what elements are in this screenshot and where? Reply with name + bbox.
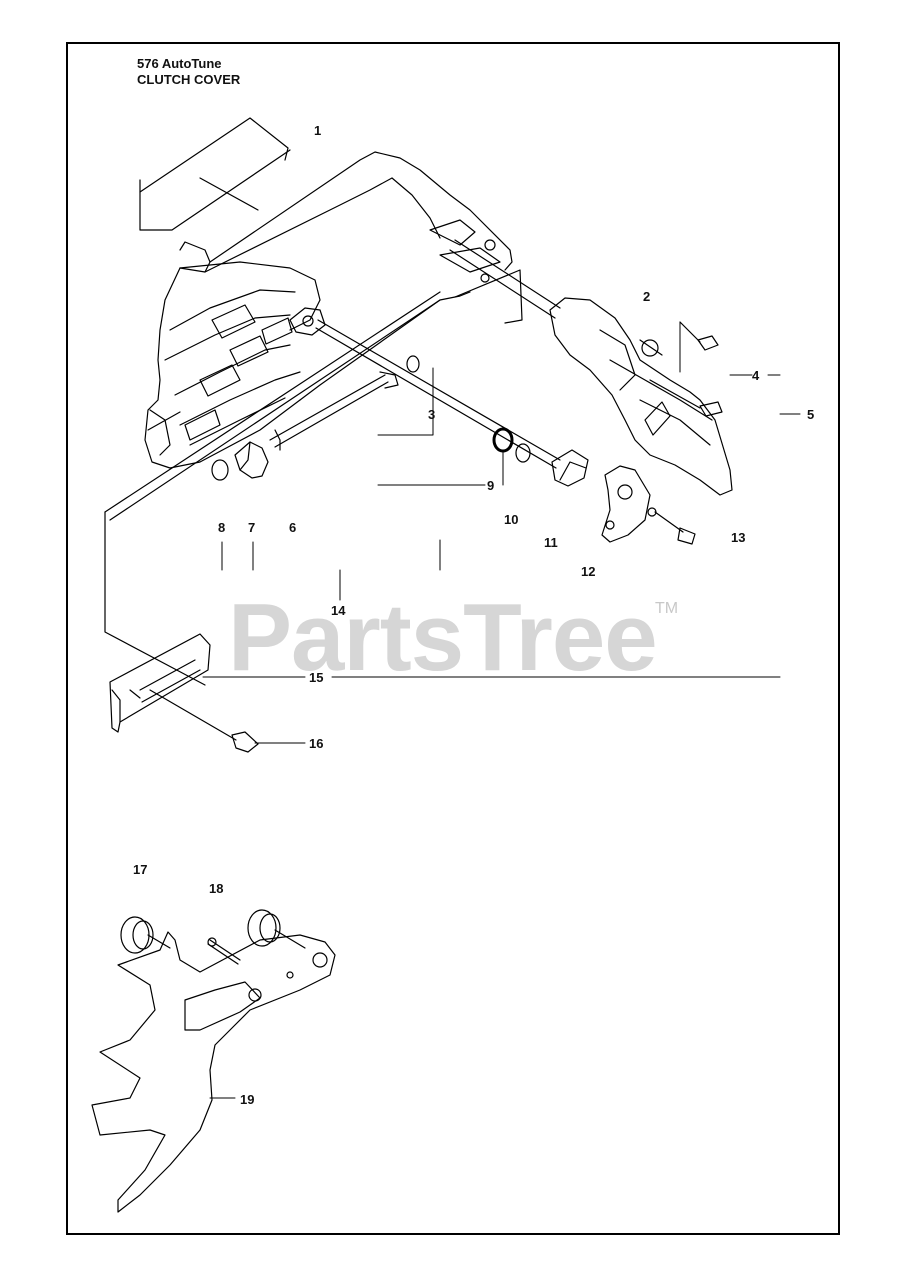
model-title: 576 AutoTune xyxy=(137,56,222,71)
callout-8: 8 xyxy=(218,520,226,535)
tensioner-screw-part-6 xyxy=(269,371,399,451)
callout-2: 2 xyxy=(643,289,651,304)
damper-part-17 xyxy=(120,916,171,954)
callout-9: 9 xyxy=(487,478,495,493)
washer-part-3 xyxy=(406,355,420,373)
callout-15: 15 xyxy=(309,670,324,685)
callout-6: 6 xyxy=(289,520,297,535)
callout-1: 1 xyxy=(314,123,322,138)
callout-14: 14 xyxy=(331,603,346,618)
guide-rod xyxy=(315,239,561,469)
o-ring-part-9 xyxy=(492,427,514,453)
washer-part-8 xyxy=(211,459,229,481)
callout-13: 13 xyxy=(731,530,746,545)
diagram-frame xyxy=(66,42,840,1235)
callout-5: 5 xyxy=(807,407,815,422)
callout-17: 17 xyxy=(133,862,148,877)
screw-part-16 xyxy=(149,689,259,753)
watermark-text: PartsTree xyxy=(228,584,658,691)
screw-part-13 xyxy=(654,511,696,545)
section-title: CLUTCH COVER xyxy=(137,72,241,87)
spike-part-15 xyxy=(109,633,211,733)
callout-19: 19 xyxy=(240,1092,255,1107)
callout-18: 18 xyxy=(209,881,224,896)
decal-part-1 xyxy=(139,117,291,231)
callout-16: 16 xyxy=(309,736,324,751)
bumper-spike-part-19 xyxy=(91,931,336,1213)
clutch-cover-body xyxy=(144,151,523,469)
callout-11: 11 xyxy=(544,535,558,550)
callout-3: 3 xyxy=(428,407,436,422)
plate-part-12 xyxy=(601,465,657,543)
washer-part-10 xyxy=(515,443,531,463)
leader-lines xyxy=(202,321,801,1099)
damper-part-18 xyxy=(247,909,306,949)
screw-part-18 xyxy=(207,937,241,965)
cover-edge-part-14 xyxy=(104,291,441,686)
callout-12: 12 xyxy=(581,564,596,579)
callout-10: 10 xyxy=(504,512,519,527)
screw-part-5 xyxy=(649,379,723,417)
nut-part-7 xyxy=(234,441,269,479)
chain-guard-part-2 xyxy=(549,297,733,496)
screw-part-4 xyxy=(679,321,719,351)
tensioner-pin-part-11 xyxy=(551,449,589,487)
callout-7: 7 xyxy=(248,520,256,535)
watermark-trademark: TM xyxy=(655,600,679,617)
callout-4: 4 xyxy=(752,368,760,383)
